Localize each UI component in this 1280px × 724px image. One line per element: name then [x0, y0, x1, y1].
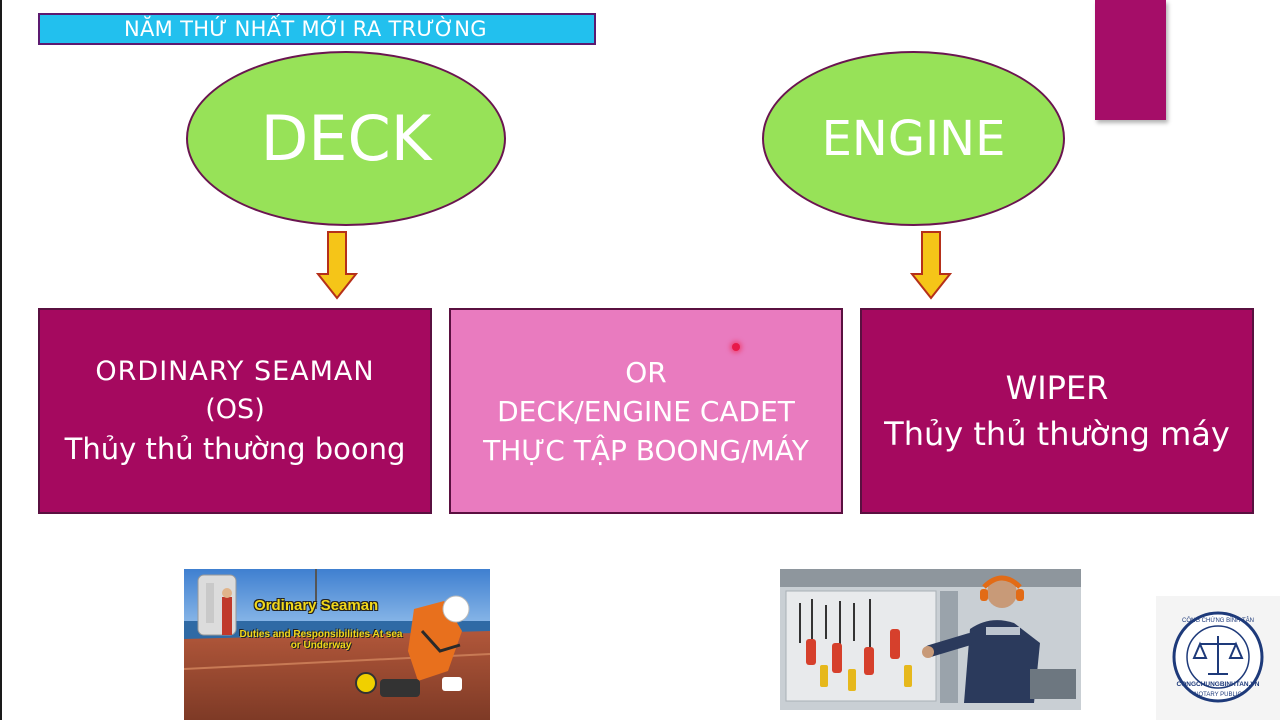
- box-line: THỰC TẬP BOONG/MÁY: [483, 433, 809, 467]
- svg-text:CONGCHUNGBINHTAN.VN: CONGCHUNGBINHTAN.VN: [1177, 681, 1260, 688]
- ordinary-seaman-box: ORDINARY SEAMAN (OS) Thủy thủ thường boo…: [38, 308, 432, 514]
- deck-oval-label: DECK: [260, 102, 432, 175]
- wiper-box: WIPER Thủy thủ thường máy: [860, 308, 1254, 514]
- box-line: WIPER: [1005, 369, 1109, 407]
- deck-oval: DECK: [186, 51, 506, 226]
- ordinary-seaman-photo: Ordinary Seaman Duties and Responsibilit…: [184, 569, 490, 720]
- engine-oval-label: ENGINE: [821, 110, 1006, 167]
- box-line: (OS): [205, 394, 265, 425]
- box-line: ORDINARY SEAMAN: [95, 356, 375, 387]
- down-arrow-icon: [910, 231, 952, 300]
- box-line: Thủy thủ thường boong: [64, 432, 406, 466]
- title-banner: NĂM THỨ NHẤT MỚI RA TRƯỜNG: [38, 13, 596, 45]
- svg-text:CÔNG CHỨNG BÌNH TÂN: CÔNG CHỨNG BÌNH TÂN: [1182, 617, 1254, 624]
- box-line: Thủy thủ thường máy: [884, 415, 1230, 453]
- box-line: OR: [625, 355, 667, 389]
- down-arrow-icon: [316, 231, 358, 300]
- svg-text:NOTARY PUBLIC: NOTARY PUBLIC: [1194, 692, 1242, 698]
- os-photo-subtitle: Duties and Responsibilities At sea or Un…: [239, 629, 403, 651]
- cadet-box: OR DECK/ENGINE CADET THỰC TẬP BOONG/MÁY: [449, 308, 843, 514]
- notary-stamp-watermark: CÔNG CHỨNG BÌNH TÂN CONGCHUNGBINHTAN.VN …: [1156, 596, 1280, 720]
- engine-oval: ENGINE: [762, 51, 1065, 226]
- decorative-corner-block: [1095, 0, 1166, 120]
- os-photo-title: Ordinary Seaman: [254, 597, 379, 614]
- box-line: DECK/ENGINE CADET: [497, 394, 795, 428]
- wiper-photo: [780, 569, 1081, 710]
- laser-pointer-dot: [732, 343, 740, 351]
- slide-left-edge: [0, 0, 2, 720]
